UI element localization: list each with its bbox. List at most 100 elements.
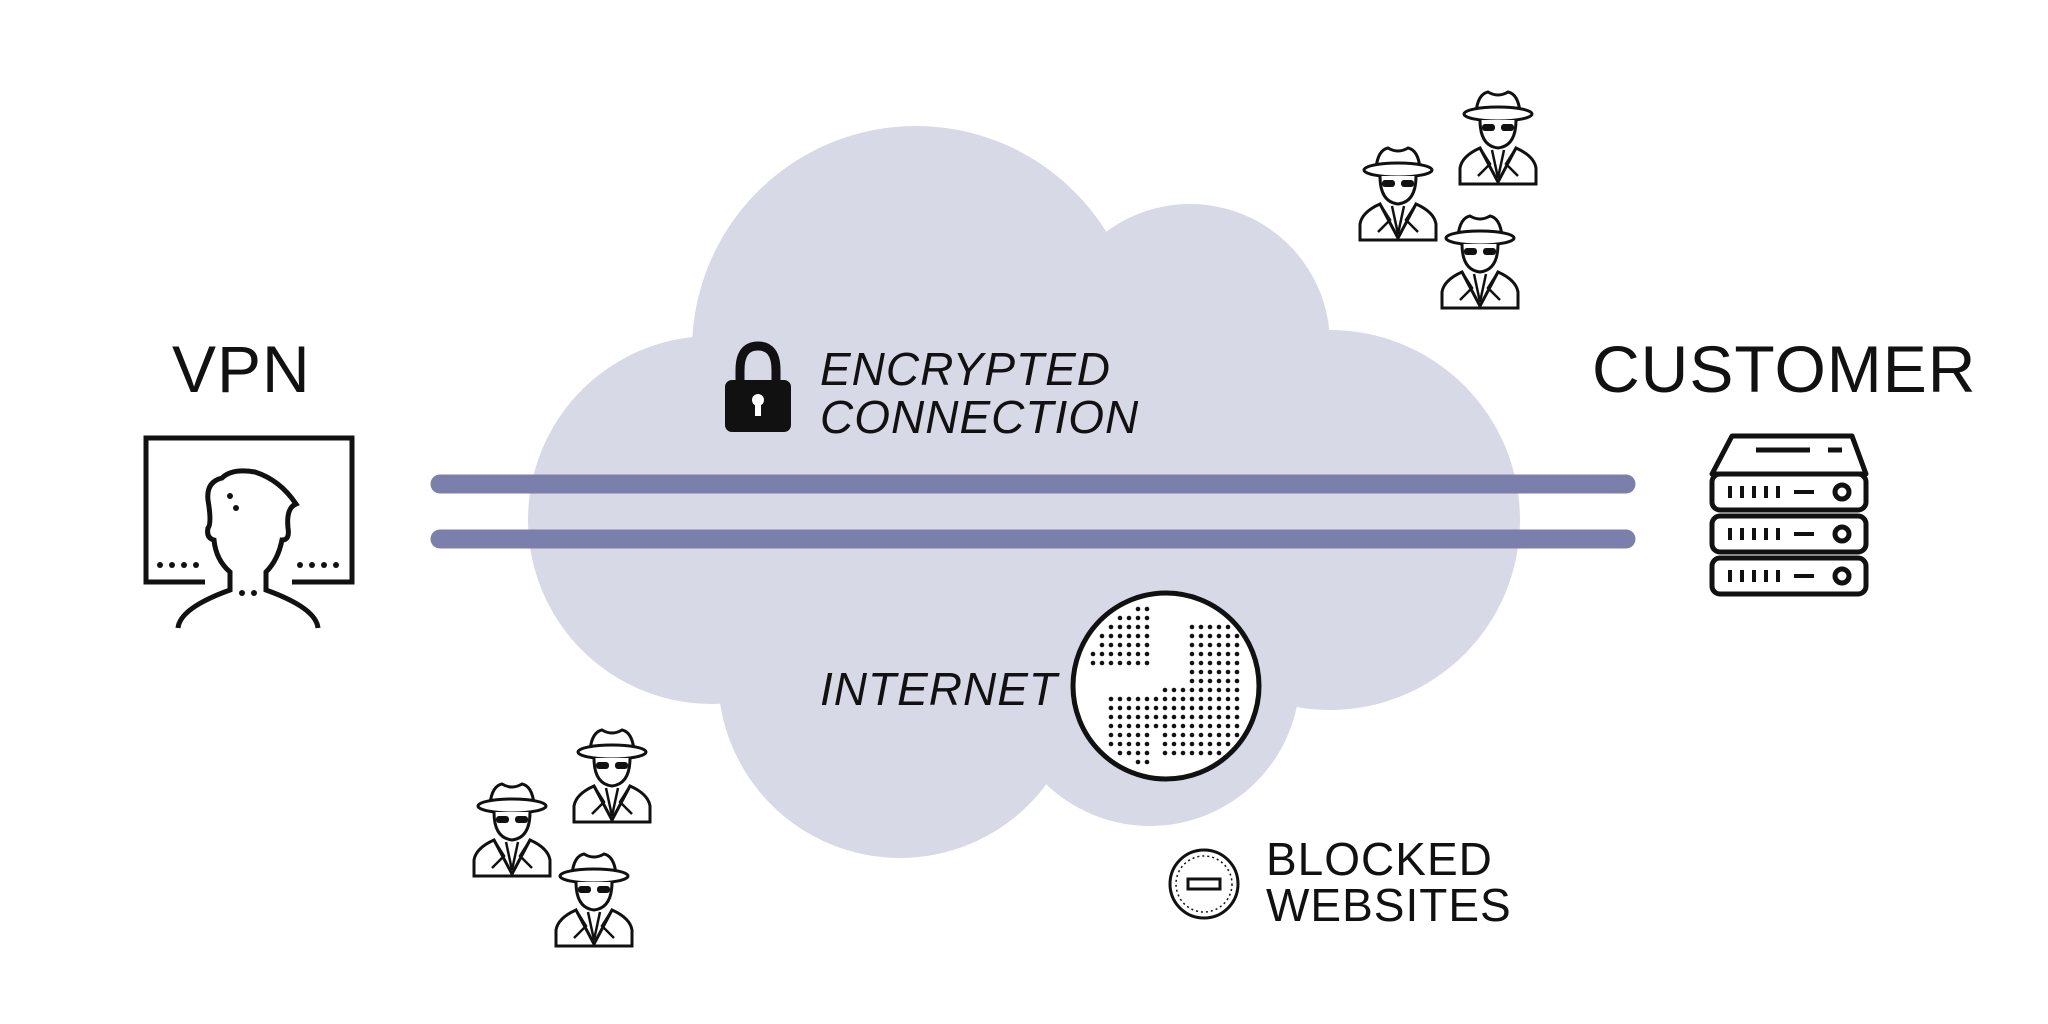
globe-dot [1234, 687, 1240, 693]
globe-dot [1198, 624, 1204, 630]
globe-dot [1135, 624, 1141, 630]
globe-dot [1216, 678, 1222, 684]
globe-dot [1144, 624, 1150, 630]
globe-dot [1117, 660, 1123, 666]
globe-dot [1180, 723, 1186, 729]
blocked-icon [1168, 848, 1240, 920]
globe-dot [1144, 705, 1150, 711]
globe-dot [1162, 696, 1168, 702]
globe-dot [1216, 633, 1222, 639]
globe-dot [1225, 624, 1231, 630]
vpn-label: VPN [172, 332, 311, 406]
globe-dot [1108, 714, 1114, 720]
globe-dot [1126, 696, 1132, 702]
globe-dot [1144, 615, 1150, 621]
globe-dot [1162, 741, 1168, 747]
globe-dot [1234, 669, 1240, 675]
globe-dot [1234, 642, 1240, 648]
blocked-label-line2: WEBSITES [1266, 879, 1512, 931]
customer-label: CUSTOMER [1592, 332, 1977, 406]
globe-dot [1108, 705, 1114, 711]
globe-dot [1126, 732, 1132, 738]
globe-dot [1117, 732, 1123, 738]
globe-dot [1207, 678, 1213, 684]
globe-dot [1135, 732, 1141, 738]
globe-dot [1207, 687, 1213, 693]
globe-dot [1144, 759, 1150, 765]
globe-dot [1216, 696, 1222, 702]
globe-dot [1108, 660, 1114, 666]
globe-dot [1189, 624, 1195, 630]
globe-dot [1216, 642, 1222, 648]
globe-dot [1171, 696, 1177, 702]
globe-dot [1099, 642, 1105, 648]
globe-dot [1171, 750, 1177, 756]
globe-dot [1180, 705, 1186, 711]
globe-dot [1216, 732, 1222, 738]
globe-dot [1108, 633, 1114, 639]
globe-dot [1216, 750, 1222, 756]
globe-dot [1108, 651, 1114, 657]
globe-dot [1189, 669, 1195, 675]
globe-dot [1225, 696, 1231, 702]
server-icon [1709, 433, 1869, 597]
globe-dot [1135, 660, 1141, 666]
globe-dot [1126, 633, 1132, 639]
globe-dot [1207, 741, 1213, 747]
globe-dot [1144, 714, 1150, 720]
globe-dot [1135, 723, 1141, 729]
globe-dot [1189, 696, 1195, 702]
globe-dot [1198, 732, 1204, 738]
globe-dot [1117, 741, 1123, 747]
globe-dot [1144, 741, 1150, 747]
globe-dot [1180, 714, 1186, 720]
globe-dot [1126, 705, 1132, 711]
globe-dot [1207, 633, 1213, 639]
globe-dot [1225, 678, 1231, 684]
globe-dot [1180, 696, 1186, 702]
globe-dot [1162, 723, 1168, 729]
globe-dot [1171, 705, 1177, 711]
globe-dot [1108, 624, 1114, 630]
globe-dot [1198, 750, 1204, 756]
globe-dot [1117, 714, 1123, 720]
globe-dot [1225, 723, 1231, 729]
globe-dot [1162, 714, 1168, 720]
globe-dot [1162, 705, 1168, 711]
spy-icon [572, 728, 652, 824]
globe-dot [1126, 714, 1132, 720]
globe-dot [1135, 615, 1141, 621]
globe-dot [1126, 660, 1132, 666]
globe-dot [1216, 624, 1222, 630]
globe-dot [1144, 660, 1150, 666]
globe-dot [1117, 624, 1123, 630]
globe-dot [1234, 651, 1240, 657]
globe-dot [1198, 687, 1204, 693]
globe-dot [1189, 678, 1195, 684]
globe-dot [1216, 660, 1222, 666]
globe-dot [1207, 705, 1213, 711]
globe-dot [1225, 714, 1231, 720]
globe-dot [1234, 705, 1240, 711]
globe-dot [1171, 741, 1177, 747]
spy-group-bottom [472, 728, 652, 948]
globe-dot [1108, 642, 1114, 648]
globe-dot [1126, 624, 1132, 630]
spy-icon [554, 852, 634, 948]
globe-dot [1144, 723, 1150, 729]
globe-dot [1216, 723, 1222, 729]
globe-dot [1126, 723, 1132, 729]
globe-dot [1162, 750, 1168, 756]
spy-icon [1440, 214, 1520, 310]
globe-dot [1198, 660, 1204, 666]
globe-dot [1216, 705, 1222, 711]
globe-dot [1144, 651, 1150, 657]
globe-dot [1234, 660, 1240, 666]
globe-dot [1207, 624, 1213, 630]
globe-dot [1198, 651, 1204, 657]
globe-dot [1198, 633, 1204, 639]
globe-dot [1189, 714, 1195, 720]
globe-dot [1198, 714, 1204, 720]
globe-dot [1234, 732, 1240, 738]
